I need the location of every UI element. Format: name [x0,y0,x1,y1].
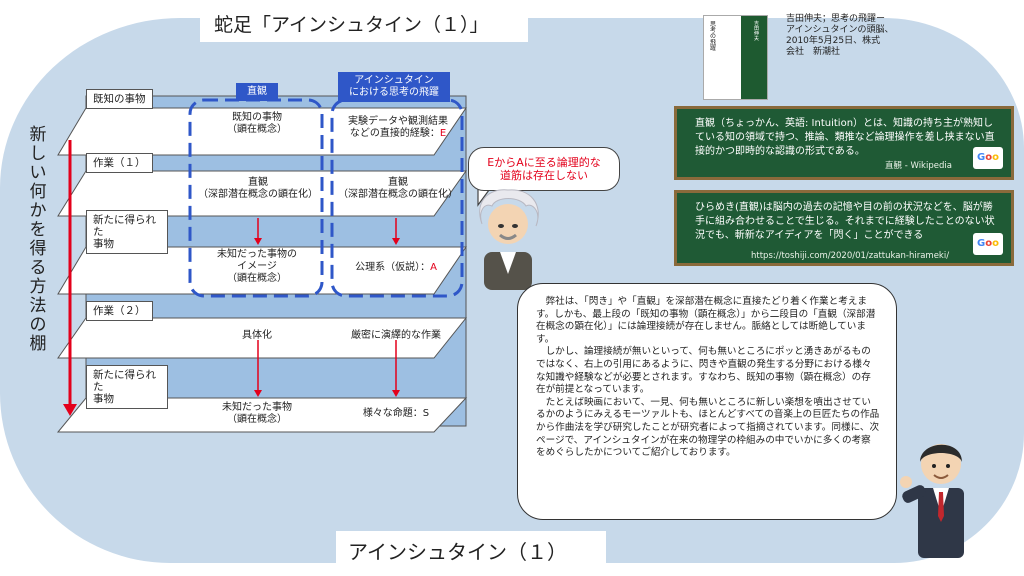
commentary-paragraph-1: 弊社は、「閃き」や「直観」を深部潜在概念に直接たどり着く作業と考えます。しかも、… [536,296,876,345]
chalkboard-intuition-text: 直観（ちょっかん、英語: Intuition）とは、知識の持ち主が熟知している知… [695,118,995,157]
cell-r2-col1: 直観 （深部潜在概念の顕在化） [198,177,318,200]
bottom-title: アインシュタイン（１） [336,531,606,569]
cell-r4-col1: 具体化 [242,330,272,341]
cell-r5-col2: 様々な命題：S [362,408,430,419]
chalkboard-intuition: 直観（ちょっかん、英語: Intuition）とは、知識の持ち主が熟知している知… [674,106,1014,180]
cell-r1-col2: 実験データや観測結果 などの直接的経験：E [330,116,466,140]
arrow-col1-b-head [254,390,262,397]
tab-work-2: 作業（２） [86,301,153,321]
cell-r3-col1: 未知だった事物の イメージ （顕在概念） [217,249,297,284]
arrow-col1-a-head [254,238,262,245]
cell-r1-col2-text: 実験データや観測結果 などの直接的経験： [348,116,448,139]
cell-r3-col2-red: A [430,262,437,273]
header-intuition: 直観 [236,83,278,101]
chalkboard-intuition-source: 直観 - Wikipedia [885,161,952,171]
cell-r3-col2: 公理系（仮説）：A [340,262,452,274]
tab-work-1: 作業（１） [86,153,153,173]
commentary-paragraph-3: たとえば映画において、一見、何も無いところに新しい楽想を噴出させているかのように… [536,396,880,459]
chalkboard-hirameki-source: https://toshiji.com/2020/01/zattukan-hir… [751,251,950,261]
tab-known-things: 既知の事物 [86,89,153,109]
cell-r3-col2-text: 公理系（仮説）： [355,262,431,273]
commentary-paragraph-2: しかし、論理接続が無いといって、何も無いところにポッと湧きあがるものではなく、右… [536,346,872,396]
cell-r1-col1: 既知の事物 （顕在概念） [227,112,287,135]
speech-bubble: EからAに至る論理的な 道筋は存在しない [468,147,620,191]
arrow-col2-b-head [392,390,400,397]
speech-bubble-text: EからAに至る論理的な 道筋は存在しない [487,156,601,182]
einstein-illustration [479,189,539,290]
band-row-3 [57,246,467,295]
cell-r5-col1: 未知だった事物 （顕在概念） [222,402,292,425]
header-einstein: アインシュタイン における思考の飛躍 [338,72,450,102]
book-cover-title: 思考の飛躍 [710,21,717,52]
page-title: 蛇足「アインシュタイン（１）」 [200,5,528,42]
vertical-label: 新しい何かを得る方法の棚 [29,125,47,354]
band-row-1 [57,107,467,156]
band-row-4 [57,317,468,359]
book-cover-band [741,16,767,99]
chalkboard-hirameki-text: ひらめき(直観)は脳内の過去の記憶や目の前の状況などを、脳が勝手に組み合わせるこ… [695,202,995,241]
book-cover-image: 思考の飛躍 吉田伸夫 [703,15,768,100]
book-caption: 吉田伸夫；思考の飛躍ー アインシュタインの頭脳、 2010年5月25日、株式 会… [786,14,894,57]
arrow-col2-a-head [392,238,400,245]
cell-r4-col2: 厳密に演繹的な作業 [351,330,441,341]
presenter-illustration [900,444,964,558]
cell-r1-col2-red: E [439,128,447,139]
chalkboard-hirameki: ひらめき(直観)は脳内の過去の記憶や目の前の状況などを、脳が勝手に組み合わせるこ… [674,190,1014,266]
timeline-arrow-head [63,404,77,416]
band-row-2 [57,170,467,217]
commentary-bubble: 弊社は、「閃き」や「直観」を深部潜在概念に直接たどり着く作業と考えます。しかも、… [517,283,897,520]
thinking-diagram: 既知の事物 作業（１） 新たに得られた 事物 作業（２） 新たに得られた 事物 … [56,72,494,433]
book-cover-author: 吉田伸夫 [754,21,760,42]
tab-new-things-2: 新たに得られた 事物 [86,365,168,409]
tab-new-things-1: 新たに得られた 事物 [86,210,168,254]
cell-r2-col2: 直観 （深部潜在概念の顕在化） [338,177,458,200]
